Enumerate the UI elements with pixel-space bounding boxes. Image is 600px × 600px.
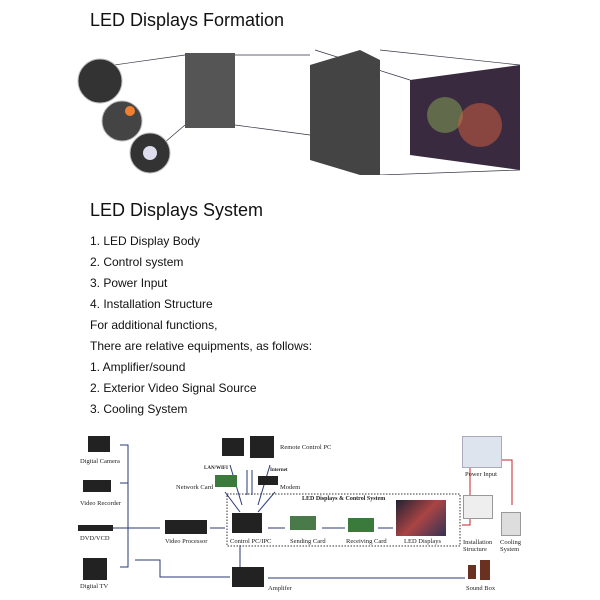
- speaker-icon: [468, 565, 476, 579]
- network-card-label: Network Card: [176, 484, 214, 491]
- list-item: 1. LED Display Body: [90, 234, 201, 248]
- remote-pc-label: Remote Control PC: [280, 444, 332, 451]
- control-pc-label: Control PC/IPC: [230, 538, 272, 545]
- digital-camera-icon: [88, 436, 110, 452]
- modem-label: Modem: [280, 484, 301, 491]
- power-input-label: Power Input: [465, 471, 497, 478]
- tv-icon: [83, 558, 107, 580]
- list-item: 4. Installation Structure: [90, 297, 213, 311]
- sound-box-label: Sound Box: [466, 585, 496, 592]
- tv-label: Digital TV: [80, 583, 109, 590]
- cooling-label: Cooling System: [500, 539, 521, 553]
- remote-pc-icon: [250, 436, 274, 458]
- system-diagram-lines: [113, 444, 513, 579]
- led-displays-label: LED Displays: [404, 538, 442, 545]
- led-pixel-icon: [77, 58, 123, 104]
- led-display-icon: [396, 500, 446, 536]
- video-recorder-label: Video Recorder: [80, 500, 121, 507]
- list-item: 2. Control system: [90, 255, 184, 269]
- amplifier-label: Amplifer: [268, 585, 292, 592]
- receiving-card-icon: [348, 518, 374, 532]
- formation-title: LED Displays Formation: [90, 10, 285, 30]
- internet-label: Internet: [270, 468, 288, 473]
- cooling-system-icon: [501, 512, 521, 536]
- system-title: LED Displays System: [90, 200, 264, 220]
- list-item: 2. Exterior Video Signal Source: [90, 381, 257, 395]
- dvd-icon: [78, 525, 113, 531]
- digital-camera-label: Digital Camera: [80, 458, 120, 465]
- control-pc-icon: [232, 513, 262, 533]
- list-item: 1. Amplifier/sound: [90, 360, 186, 374]
- video-recorder-icon: [83, 480, 111, 492]
- list-item: 3. Power Input: [90, 276, 168, 290]
- network-card-icon: [215, 475, 237, 487]
- sending-card-label: Sending Card: [290, 538, 326, 545]
- installation-label: Installation Structure: [463, 539, 493, 553]
- system-box-title: LED Displays & Control System: [302, 496, 386, 502]
- video-processor-icon: [165, 520, 207, 534]
- list-item: For additional functions,: [90, 318, 218, 332]
- list-item: There are relative equipments, as follow…: [90, 339, 313, 353]
- speaker-icon: [480, 560, 490, 580]
- led-module-icon: [185, 53, 235, 128]
- led-pixel-icon: [101, 100, 143, 142]
- list-item: 3. Cooling System: [90, 402, 188, 416]
- sending-card-icon: [290, 516, 316, 530]
- installation-structure-icon: [463, 495, 493, 519]
- lan-label: LAN/WIFI: [204, 466, 228, 471]
- receiving-card-label: Receiving Card: [346, 538, 387, 545]
- led-cabinet-icon: [310, 50, 380, 175]
- laptop-icon: [222, 438, 244, 456]
- amplifier-icon: [232, 567, 264, 587]
- power-input-icon: [462, 436, 502, 468]
- modem-icon: [258, 476, 278, 485]
- formation-illustration: [77, 49, 521, 175]
- video-processor-label: Video Processor: [165, 538, 208, 545]
- dvd-label: DVD/VCD: [80, 535, 110, 542]
